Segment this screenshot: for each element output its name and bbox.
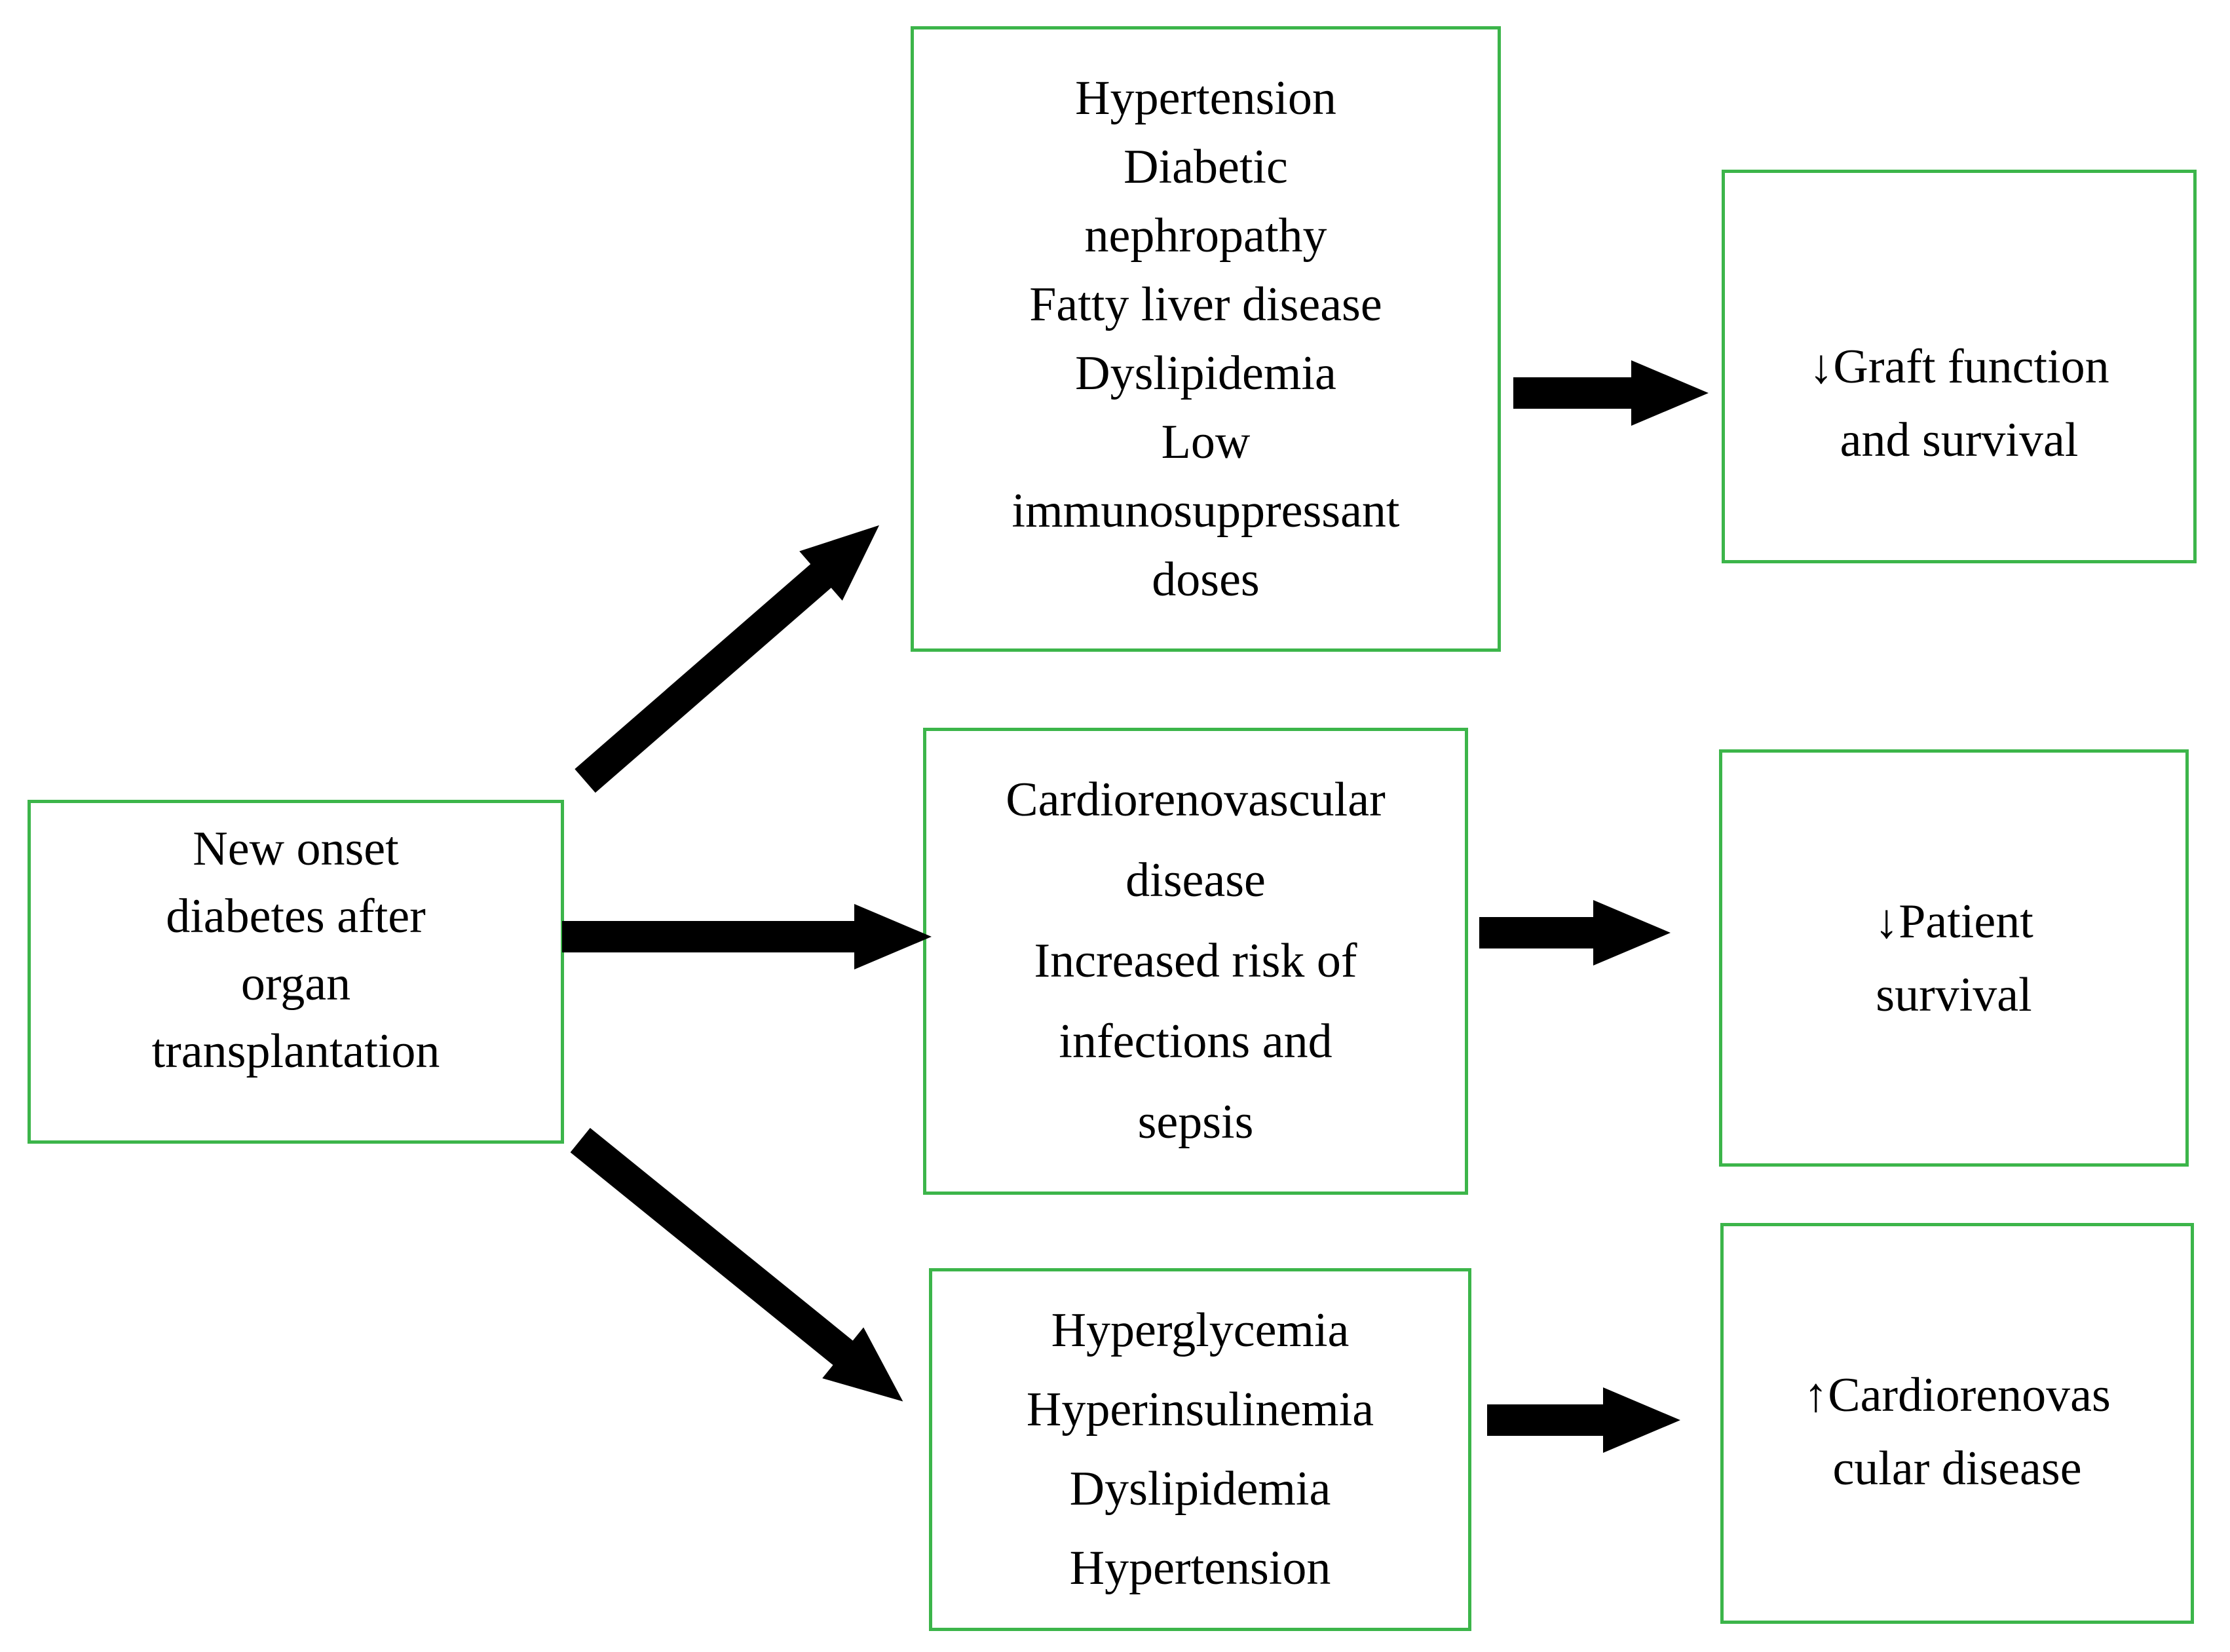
arrow-source-to-risk-factors [575, 525, 880, 793]
arrow-shape [1479, 900, 1671, 966]
box-outcome-graft-function: ↓Graft function and survival [1722, 170, 2197, 563]
arrow-shape [570, 1127, 903, 1402]
arrow-cardio-to-patient-outcome [1479, 900, 1671, 966]
box-risk-factors-graft: Hypertension Diabetic nephropathy Fatty … [911, 26, 1501, 652]
text-line: ↓Graft function [1809, 339, 2109, 394]
text-line: and survival [1840, 413, 2079, 467]
text-line: survival [1876, 967, 2032, 1022]
text-line: immunosuppressant [1011, 483, 1400, 538]
text-line: Low [1161, 415, 1251, 469]
text-line: doses [1152, 552, 1260, 607]
text-line: Fatty liver disease [1029, 277, 1382, 331]
text-line: Hypertension [1075, 71, 1336, 125]
text-line: Hypertension [1069, 1541, 1331, 1595]
text-line: Diabetic [1124, 140, 1288, 194]
arrow-source-to-metabolic [570, 1127, 903, 1402]
text-line: New onset [193, 821, 399, 876]
text-line: Increased risk of [1034, 934, 1357, 988]
text-line: cular disease [1832, 1442, 2082, 1495]
arrow-metabolic-to-crv-outcome [1487, 1387, 1680, 1453]
box-cardiorenovascular-infections: Cardiorenovascular disease Increased ris… [923, 728, 1468, 1195]
box-new-onset-diabetes: New onset diabetes after organ transplan… [28, 800, 564, 1144]
text-line: ↑Cardiorenovas [1804, 1368, 2111, 1422]
text-line: sepsis [1137, 1095, 1254, 1149]
box-outcome-cardiorenovascular: ↑Cardiorenovas cular disease [1720, 1223, 2194, 1624]
text-line: Cardiorenovascular [1006, 773, 1386, 827]
text-line: Hyperglycemia [1051, 1304, 1350, 1357]
text-line: Hyperinsulinemia [1026, 1383, 1374, 1436]
text-line: Dyslipidemia [1075, 346, 1336, 400]
arrow-shape [562, 904, 932, 969]
text-line: diabetes after [166, 889, 426, 943]
arrow-source-to-cardiorenovascular [562, 904, 932, 969]
text-line: ↓Patient [1874, 894, 2033, 948]
text-line: nephropathy [1084, 208, 1327, 263]
arrow-shape [575, 525, 880, 793]
arrow-risk-to-graft-outcome [1513, 360, 1709, 426]
arrow-shape [1513, 360, 1709, 426]
text-line: Dyslipidemia [1069, 1462, 1331, 1516]
text-line: transplantation [151, 1024, 440, 1078]
text-line: infections and [1059, 1015, 1332, 1068]
text-line: disease [1125, 854, 1266, 907]
text-line: organ [240, 956, 351, 1011]
box-outcome-patient-survival: ↓Patient survival [1719, 749, 2189, 1167]
box-metabolic-abnormalities: Hyperglycemia Hyperinsulinemia Dyslipide… [929, 1268, 1471, 1631]
arrow-shape [1487, 1387, 1680, 1453]
